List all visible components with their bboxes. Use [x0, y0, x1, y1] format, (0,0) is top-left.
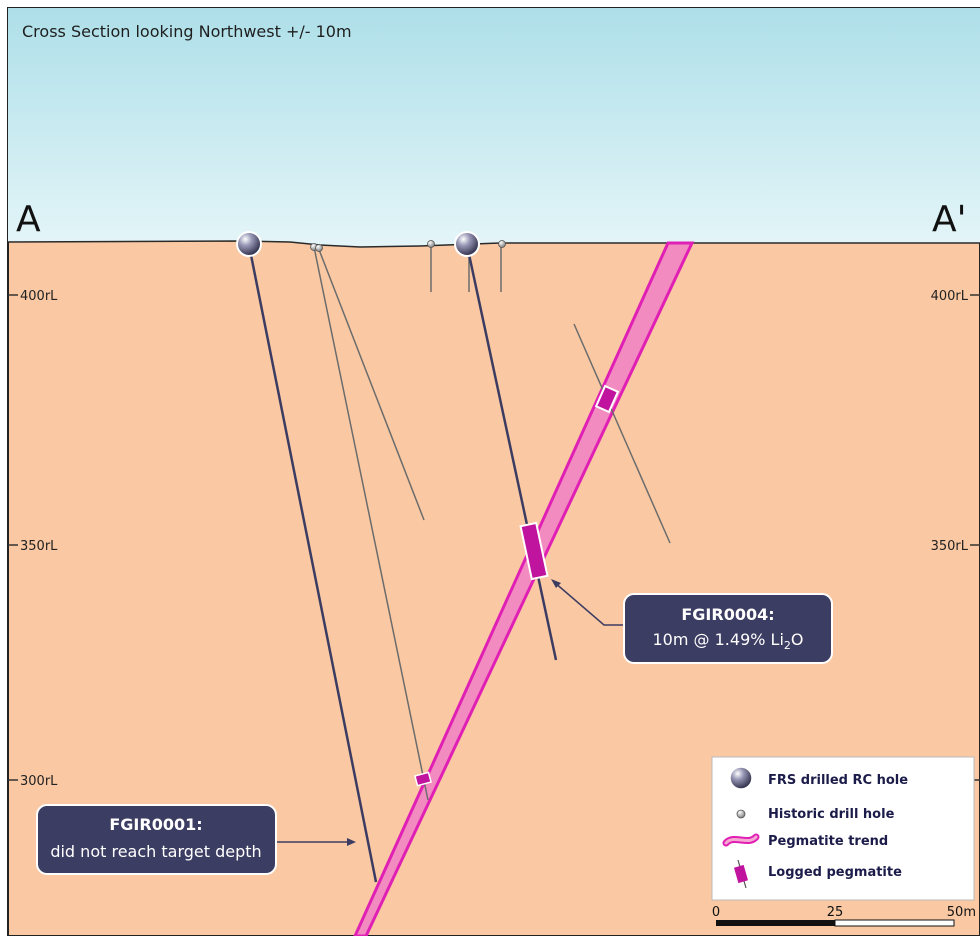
elevation-label-right: 350rL: [931, 539, 969, 554]
callout-fgir0001-body: did not reach target depth: [50, 842, 261, 861]
historic-hole-trace: [313, 246, 429, 801]
elevation-label-left: 400rL: [20, 289, 58, 304]
historic-hole-icon: [736, 809, 746, 819]
elevation-label-left: 350rL: [20, 539, 58, 554]
elevation-label-right: 400rL: [931, 289, 969, 304]
legend: FRS drilled RC hole Historic drill hole …: [711, 756, 975, 901]
scale-tick-label: 25: [827, 905, 844, 920]
legend-label: Logged pegmatite: [768, 865, 902, 880]
callout-fgir0001: FGIR0001: did not reach target depth: [36, 804, 277, 875]
section-label-a: A: [16, 199, 41, 240]
legend-box: [711, 756, 975, 901]
logged-pegmatite-interval: [519, 521, 549, 581]
callout-arrow: [553, 581, 624, 626]
historic-hole-trace: [573, 323, 671, 544]
callout-fgir0004-title: FGIR0004:: [681, 605, 774, 624]
legend-label: Pegmatite trend: [768, 834, 888, 849]
frs-rc-hole-trace: [465, 244, 558, 661]
scale-bar: 0 25 50m: [712, 905, 976, 927]
scale-tick-label: 50m: [947, 905, 976, 920]
historic-hole-collar: [427, 240, 435, 248]
callout-fgir0004: FGIR0004: 10m @ 1.49% Li2O: [623, 593, 833, 664]
callout-fgir0001-title: FGIR0001:: [109, 815, 202, 834]
frs-rc-hole-icon: [729, 766, 753, 790]
section-label-a-prime: A': [932, 199, 967, 240]
sky-area: [8, 8, 980, 247]
legend-label: FRS drilled RC hole: [768, 773, 908, 788]
frs-rc-hole-trace: [247, 244, 378, 883]
callout-arrowhead: [551, 579, 561, 588]
logged-pegmatite-icon: [733, 859, 749, 889]
frs-rc-hole-collar: [454, 231, 480, 257]
callout-fgir0004-body: 10m @ 1.49% Li2O: [653, 630, 804, 652]
logged-pegmatite-interval: [594, 384, 620, 414]
historic-hole-collar: [315, 244, 323, 252]
historic-hole-trace: [317, 246, 425, 521]
frs-rc-hole-collar: [236, 231, 262, 257]
scale-tick-label: 0: [712, 905, 720, 920]
logged-pegmatite-interval: [414, 771, 432, 787]
callout-arrowhead: [347, 838, 356, 846]
legend-label: Historic drill hole: [768, 807, 895, 822]
pegmatite-trend-band: [353, 241, 695, 936]
section-title: Cross Section looking Northwest +/- 10m: [22, 22, 352, 41]
elevation-label-left: 300rL: [20, 774, 58, 789]
historic-hole-collar: [498, 240, 506, 248]
